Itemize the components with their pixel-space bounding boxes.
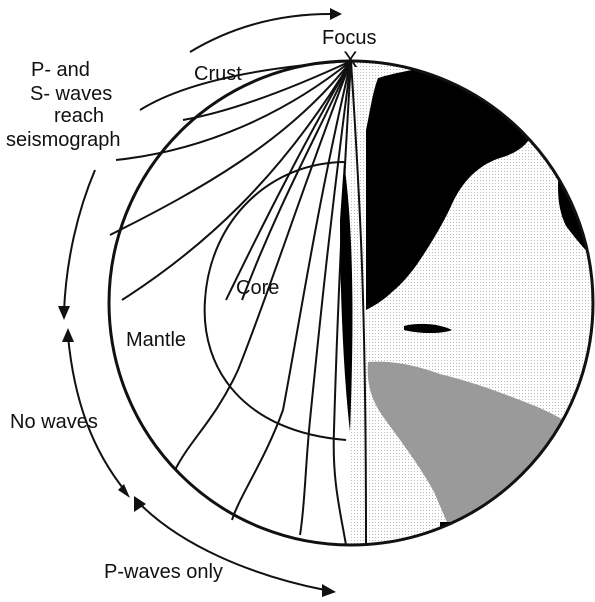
arrow-left-upper bbox=[64, 170, 95, 312]
wave-path-6 bbox=[175, 61, 351, 470]
core-boundary bbox=[205, 162, 346, 440]
arrowhead-left-middle-top bbox=[62, 328, 74, 342]
wave-path-5 bbox=[226, 61, 351, 300]
crust-label: Crust bbox=[194, 63, 242, 85]
arrowhead-bottom-top bbox=[134, 496, 146, 512]
arrowhead-bottom-end bbox=[322, 584, 336, 597]
p-waves-only-label: P-waves only bbox=[104, 561, 223, 583]
mantle-label: Mantle bbox=[126, 329, 186, 351]
p-and-s-label-line2: S- waves bbox=[30, 83, 112, 105]
core-label: Core bbox=[236, 277, 279, 299]
arrowhead-top bbox=[330, 8, 342, 20]
wave-path-10 bbox=[242, 61, 351, 300]
arrowhead-left-upper bbox=[58, 306, 70, 320]
wave-path-4 bbox=[122, 61, 351, 300]
arrowhead-left-middle-bottom bbox=[118, 484, 130, 498]
focus-label: Focus bbox=[322, 27, 376, 49]
arrow-top bbox=[190, 14, 330, 52]
focus-marker: X bbox=[343, 47, 358, 72]
shadow-sliver bbox=[340, 162, 352, 432]
p-and-s-label-line3: reach bbox=[54, 105, 104, 127]
p-and-s-label-line4: seismograph bbox=[6, 129, 121, 151]
antarctic-strip bbox=[440, 522, 595, 560]
p-and-s-label-line1: P- and bbox=[31, 59, 90, 81]
no-waves-label: No waves bbox=[10, 411, 98, 433]
globe-surface bbox=[351, 61, 595, 560]
